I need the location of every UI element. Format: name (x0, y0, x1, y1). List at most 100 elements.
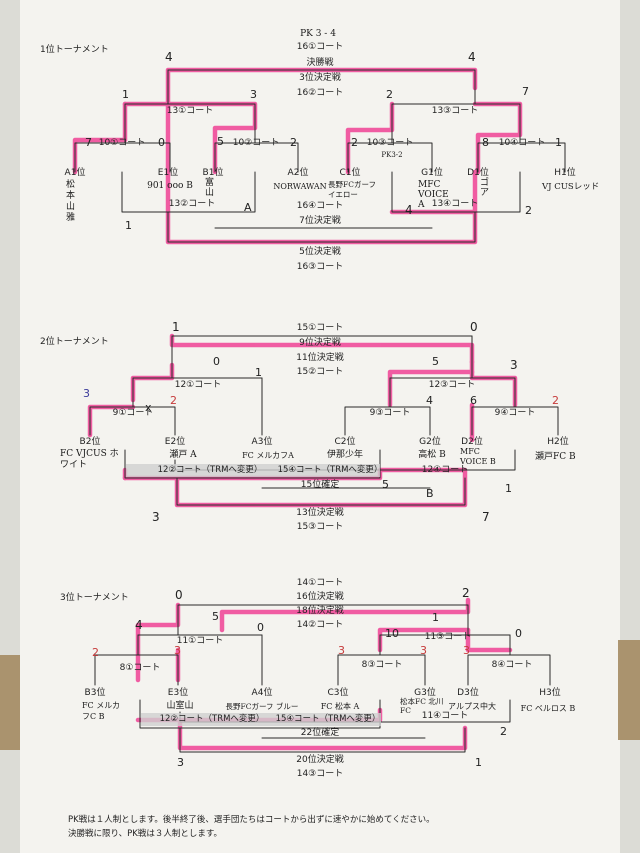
team-seed: E1位 (157, 168, 179, 178)
match-label: 15位確定 (300, 480, 340, 490)
match-label: 7位決定戦 (299, 216, 341, 226)
score: 2 (386, 88, 393, 101)
team-name: 松本山雅 (66, 180, 76, 223)
score: 3 (250, 88, 257, 101)
team-seed: H1位 (554, 168, 576, 178)
score: 0 (158, 136, 165, 149)
score: B (426, 487, 434, 500)
court-label: 15①コート (296, 323, 344, 333)
team-seed: C3位 (327, 688, 349, 698)
score: 8 (482, 136, 489, 149)
score: 2 (525, 204, 532, 217)
court-label: 12①コート (174, 380, 222, 390)
court-label: 14③コート (296, 769, 344, 779)
team-seed: B3位 (84, 688, 106, 698)
court-label: 16④コート (296, 201, 344, 211)
court-label: 12③コート (428, 380, 476, 390)
team-seed: D3位 (457, 688, 479, 698)
pk-note: PK3-2 (381, 151, 403, 159)
court-label: 10②コート (232, 138, 280, 148)
score: 5 (212, 610, 219, 623)
score: 1 (172, 320, 180, 334)
match-label: 3位決定戦 (299, 73, 341, 83)
score: x (145, 401, 152, 414)
team-name: 瀬戸FC B (535, 452, 576, 462)
court-label: 16③コート (296, 262, 344, 272)
court-label: 8④コート (491, 660, 533, 670)
court-label: 10③コート (366, 138, 414, 148)
court-label: 16①コート (296, 42, 344, 52)
team-seed: G3位 (414, 688, 436, 698)
court-label: 15④コート（TRMへ変更） (277, 465, 383, 475)
score: 7 (482, 510, 490, 524)
bracket-lines-2 (89, 335, 559, 506)
court-label: 9③コート (369, 408, 411, 418)
court-label: 10④コート (498, 138, 546, 148)
section-title: 2位トーナメント (40, 337, 109, 347)
score: 3 (338, 644, 345, 657)
score: 0 (257, 621, 264, 634)
court-label: 8③コート (361, 660, 403, 670)
score: 1 (125, 219, 132, 232)
team-seed: A4位 (251, 688, 273, 698)
match-label: 16位決定戦 (296, 592, 344, 602)
team-name: FC メルカフA (242, 451, 294, 460)
court-label: 15②コート (296, 367, 344, 377)
court-label: 11④コート (421, 711, 469, 721)
team-name: 長野FCガーフ イエロー (328, 180, 376, 199)
score: 3 (174, 644, 181, 657)
team-name: FC メルカフC B (82, 701, 120, 721)
court-label: 12②コート（TRMへ変更） (159, 714, 265, 724)
match-label: 20位決定戦 (296, 755, 344, 765)
court-label: 9①コート (112, 408, 154, 418)
footer-note: PK戦は１人制とします。後半終了後、選手団たちはコートから出ずに速やかに始めてく… (68, 815, 435, 825)
score: 2 (500, 725, 507, 738)
team-seed: H3位 (539, 688, 561, 698)
score: 1 (475, 756, 482, 769)
court-label: 13②コート (168, 199, 216, 209)
score: 2 (462, 586, 470, 600)
team-name: MFC VOICE B (460, 447, 496, 466)
score: 2 (170, 394, 177, 407)
score: 1 (555, 136, 562, 149)
score: 3 (463, 644, 470, 657)
section-title: 1位トーナメント (40, 45, 109, 55)
court-label: 14②コート (296, 620, 344, 630)
court-label: 10①コート (98, 138, 146, 148)
score: 4 (426, 394, 433, 407)
court-label: 11①コート (176, 636, 224, 646)
court-label: 8①コート (119, 663, 161, 673)
court-label: 13③コート (431, 106, 479, 116)
match-label: 11位決定戦 (296, 353, 344, 363)
score: 1 (122, 88, 129, 101)
team-name: 瀬戸 A (169, 450, 197, 460)
score: 2 (92, 646, 99, 659)
footer-note: 決勝戦に限り、PK戦は３人制とします。 (68, 829, 223, 839)
score: 3 (420, 644, 427, 657)
team-seed: A3位 (251, 437, 273, 447)
score: 1 (505, 482, 512, 495)
team-name: 富山 (205, 178, 215, 198)
court-label: 13①コート (166, 106, 214, 116)
score: 0 (515, 627, 522, 640)
score: 0 (470, 320, 478, 334)
score: 0 (213, 355, 220, 368)
team-name: FC VJCUS ホワイト (60, 449, 119, 470)
score: 0 (175, 588, 183, 602)
score: 1 (255, 366, 262, 379)
score: 1 (432, 611, 439, 624)
team-name: アルプス中大 (448, 702, 496, 711)
team-name: 長野FCガーフ ブルー (225, 702, 299, 711)
court-label: 13④コート (431, 199, 479, 209)
court-label: 12②コート（TRMへ変更） (157, 465, 263, 475)
team-seed: G2位 (419, 437, 441, 447)
match-label: 決勝戦 (306, 58, 334, 68)
match-label: 9位決定戦 (299, 338, 341, 348)
score: 2 (351, 136, 358, 149)
section-title: 3位トーナメント (60, 593, 129, 603)
court-label: 12④コート (421, 465, 469, 475)
team-seed: E2位 (164, 437, 186, 447)
team-name: FC ベルロス B (520, 704, 576, 713)
score: A (244, 201, 252, 214)
